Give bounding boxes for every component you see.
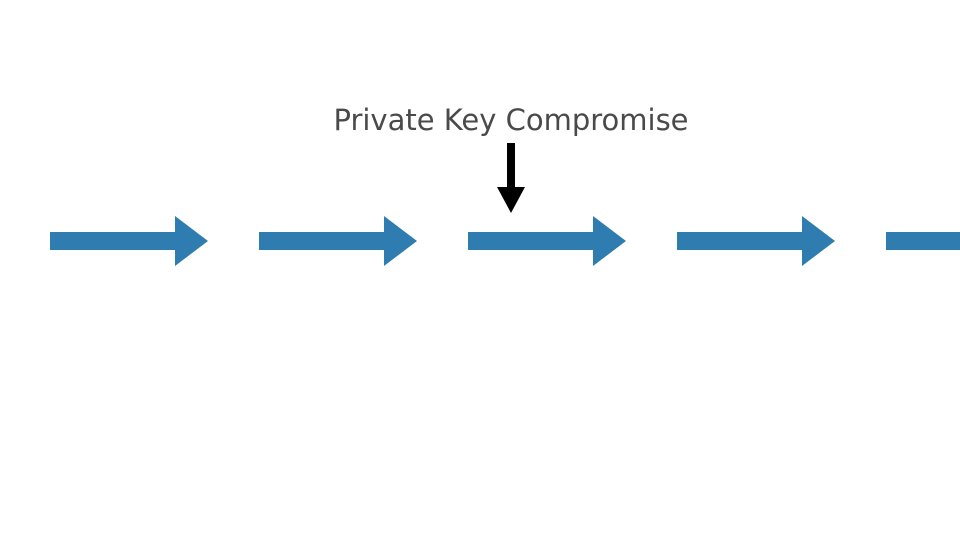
timeline-arrow-4	[677, 216, 835, 266]
callout-label: Private Key Compromise	[333, 103, 689, 137]
timeline-arrow-3	[468, 216, 626, 266]
timeline-arrow-1	[50, 216, 208, 266]
down-arrow-head	[497, 187, 525, 213]
timeline-arrow-5	[886, 232, 960, 250]
down-arrow-shaft	[507, 143, 515, 188]
down-arrow-icon	[497, 143, 525, 213]
timeline-arrow-2	[259, 216, 417, 266]
